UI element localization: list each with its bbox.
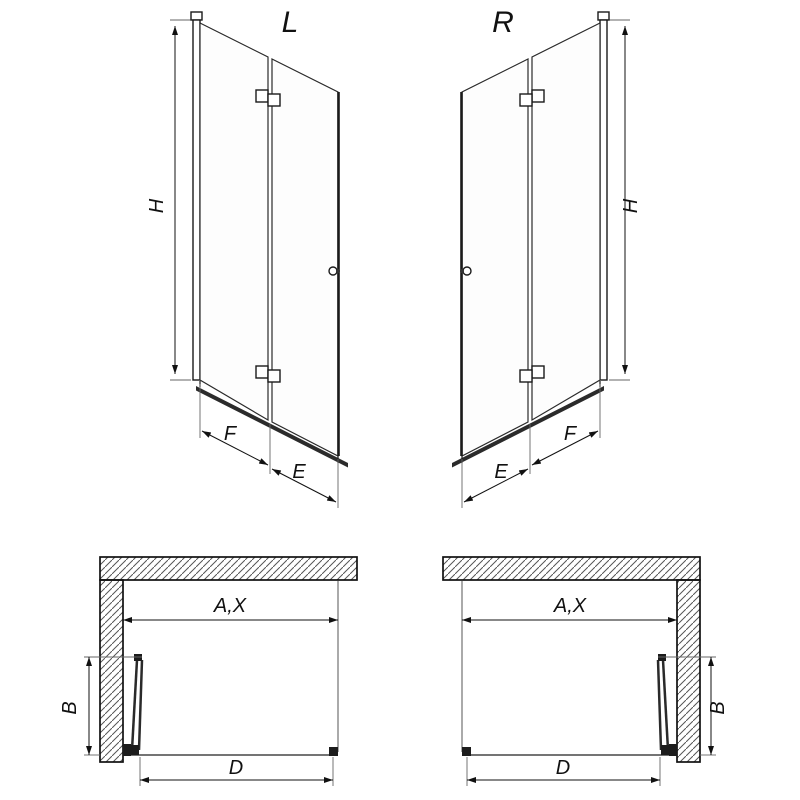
door-knob: [328, 266, 338, 276]
protrusion-label: B: [59, 701, 81, 714]
height-label: H: [146, 198, 168, 213]
fold-hinge-top: [519, 93, 533, 107]
fold-hinge-cap: [658, 654, 666, 661]
pivot-block: [129, 745, 139, 755]
glass-panel-outer: [461, 58, 529, 457]
protrusion-label: B: [707, 701, 729, 714]
opening-label: A,X: [213, 595, 247, 617]
pivot-wall-profile: [123, 744, 131, 756]
plan-left-view: A,X B D: [59, 556, 358, 786]
wall-profile: [599, 19, 608, 381]
door-knob-tip: [460, 269, 464, 273]
plan-right-view: A,X B D: [442, 556, 729, 786]
f-dimension-line: [531, 430, 599, 466]
fold-hinge-top: [267, 93, 281, 107]
entry-label: D: [229, 757, 243, 779]
bottom-rail: [452, 386, 604, 468]
iso-right-view: H F E R: [452, 6, 642, 508]
outer-panel-label: E: [494, 461, 508, 483]
fold-hinge-bottom: [255, 365, 269, 379]
fold-hinge-bottom: [267, 369, 281, 383]
iso-left-view: H F E L: [146, 6, 348, 508]
folded-panel: [130, 659, 139, 751]
fold-hinge-cap: [134, 654, 142, 661]
outer-panel-label: E: [292, 461, 306, 483]
glass-panel-inner: [531, 22, 601, 422]
closer-block: [462, 747, 471, 756]
wall-top-hatched: [99, 556, 358, 581]
pivot-wall-profile: [669, 744, 677, 756]
opening-label: A,X: [553, 595, 587, 617]
wall-top-hatched: [442, 556, 701, 581]
folded-panel: [137, 659, 144, 751]
glass-panel-outer: [271, 58, 339, 457]
wall-side-hatched: [676, 579, 701, 763]
entry-label: D: [556, 757, 570, 779]
door-knob-tip: [336, 269, 340, 273]
variant-label-left: L: [282, 6, 299, 39]
folded-panel: [656, 659, 663, 751]
wall-bracket-top: [597, 11, 610, 21]
height-label: H: [620, 198, 642, 213]
e-dimension-line: [271, 468, 337, 503]
folded-panel: [661, 659, 670, 751]
bottom-rail: [196, 386, 348, 468]
closer-block: [329, 747, 338, 756]
f-dimension-line: [201, 430, 269, 466]
door-knob: [462, 266, 472, 276]
e-dimension-line: [463, 468, 529, 503]
wall-profile: [192, 19, 201, 381]
fold-hinge-top: [531, 89, 545, 103]
fold-hinge-bottom: [531, 365, 545, 379]
inner-panel-label: F: [564, 423, 578, 445]
variant-label-right: R: [492, 6, 514, 39]
wall-side-hatched: [99, 579, 124, 763]
fold-hinge-bottom: [519, 369, 533, 383]
fold-hinge-top: [255, 89, 269, 103]
pivot-block: [661, 745, 671, 755]
inner-panel-label: F: [224, 423, 238, 445]
glass-panel-inner: [199, 22, 269, 422]
wall-bracket-top: [190, 11, 203, 21]
